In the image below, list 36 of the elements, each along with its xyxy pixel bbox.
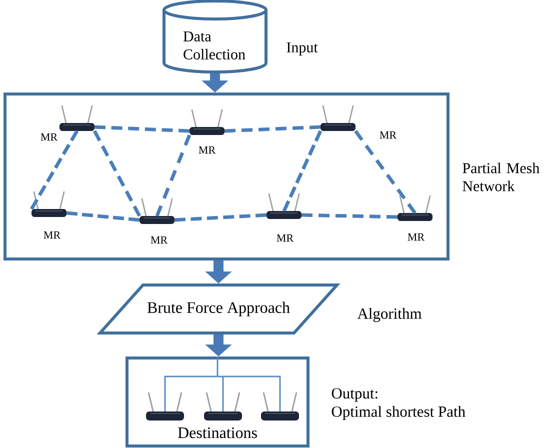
dashed-link: [282, 130, 322, 212]
output-box: Destinations: [126, 356, 310, 448]
router-icon: [398, 195, 432, 221]
router-icon: [320, 105, 356, 131]
dashed-link: [354, 130, 416, 214]
router-icon: [146, 392, 184, 420]
dashed-link: [66, 211, 140, 222]
dashed-link: [224, 125, 321, 133]
stage-label: Output:: [332, 388, 378, 402]
router-icon: [266, 193, 302, 219]
router-label: MR: [408, 233, 425, 241]
router-icon: [204, 392, 242, 420]
dashed-link: [92, 130, 142, 217]
router-label: MR: [276, 234, 294, 242]
connector-line: [164, 356, 281, 412]
router-label: MR: [150, 236, 168, 244]
stage-label: Optimal shortest Path: [332, 406, 466, 420]
dashed-link: [30, 130, 79, 210]
dashed-link: [174, 213, 267, 222]
router-icon: [140, 198, 174, 224]
stage-label: Input: [286, 42, 318, 56]
router-icon: [60, 105, 94, 131]
router-label: MR: [380, 131, 397, 139]
network-frame: [4, 92, 450, 260]
database-cylinder: Data Collection: [162, 0, 268, 74]
router-label: MR: [198, 146, 216, 154]
stage-label: Algorithm: [357, 308, 422, 322]
router-label: MR: [40, 133, 58, 141]
router-icon: [32, 191, 66, 217]
dashed-link: [301, 213, 398, 219]
dashed-link: [94, 125, 190, 133]
router-icon: [190, 109, 224, 135]
router-label: MR: [44, 231, 61, 239]
stage-label: Partial Mesh Network: [462, 162, 540, 192]
router-icon: [261, 392, 299, 420]
dashed-link: [155, 134, 192, 217]
